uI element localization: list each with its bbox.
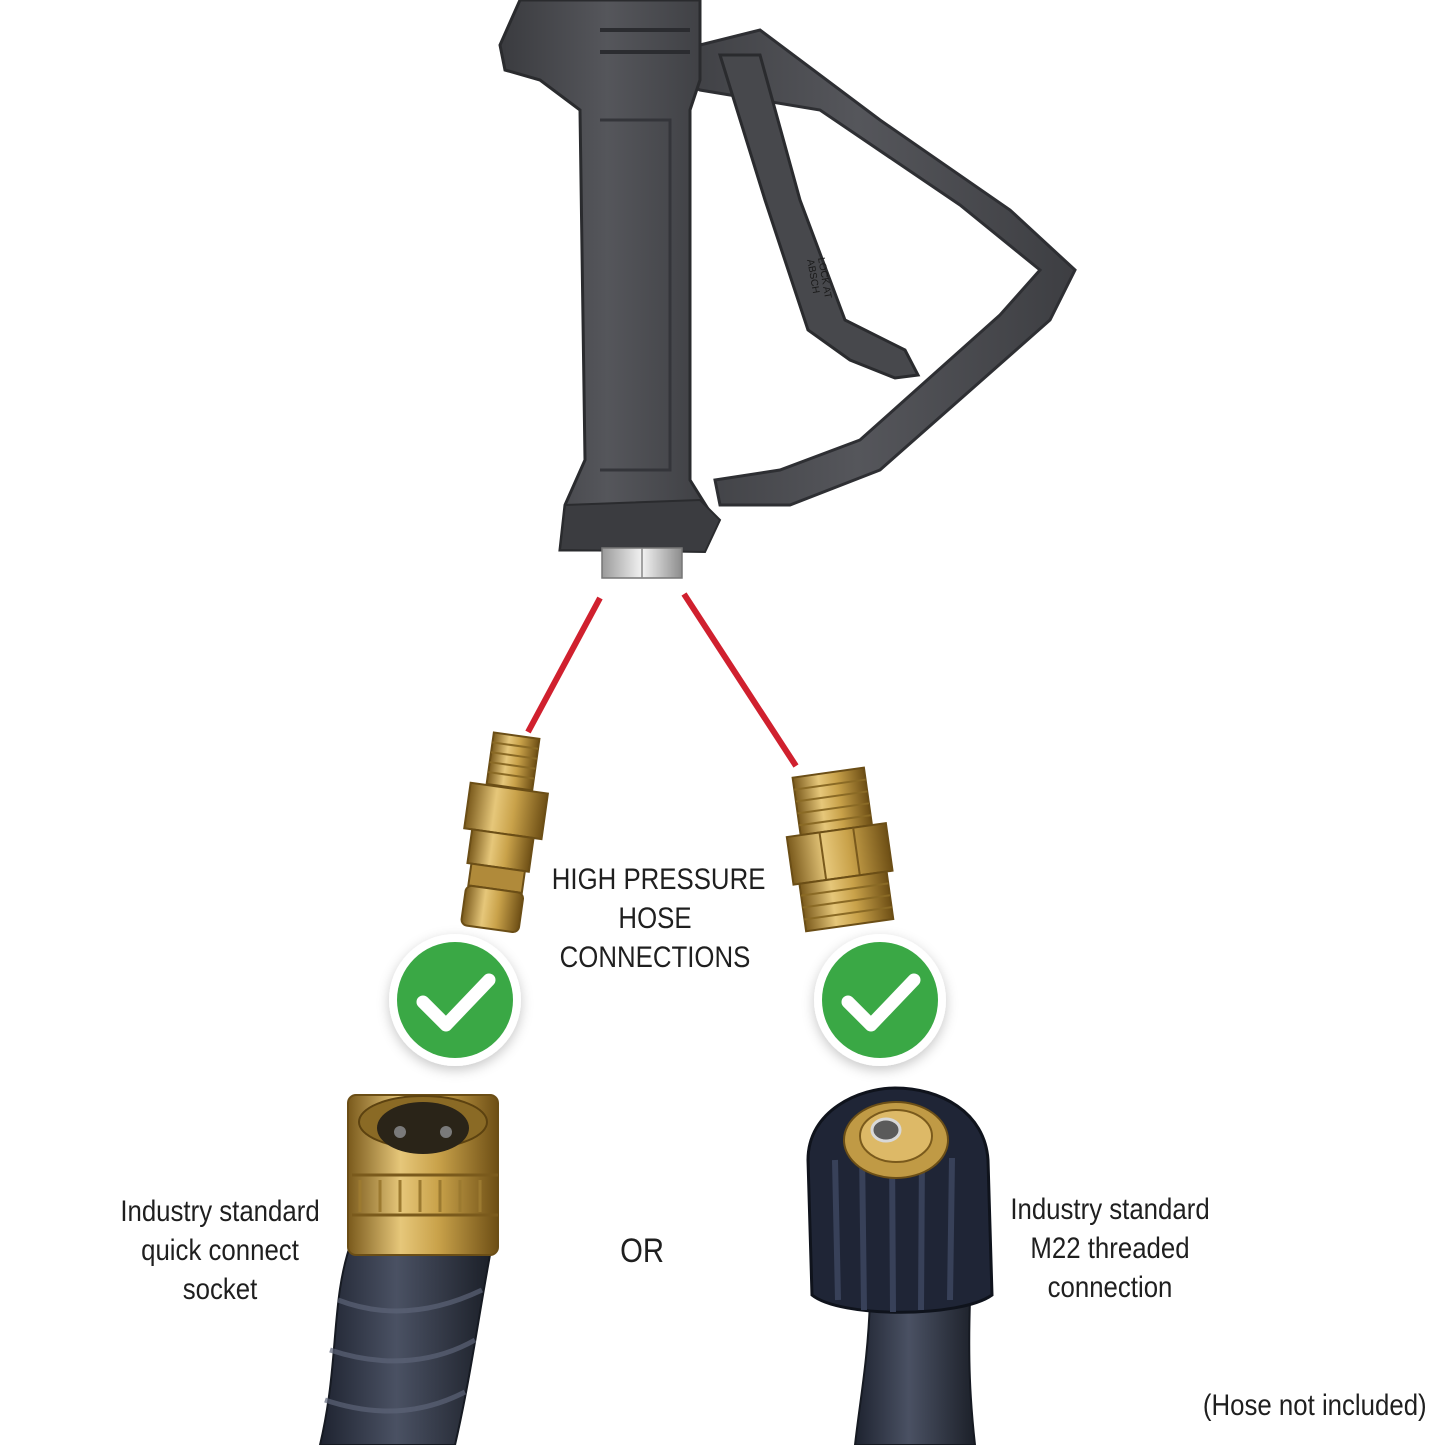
quick-connect-plug-icon — [460, 731, 550, 934]
quick-connect-caption: Industry standard quick connect socket — [120, 1195, 320, 1306]
right-connector-line — [681, 592, 799, 768]
check-icon — [814, 934, 946, 1066]
quick-connect-socket-icon — [318, 1094, 499, 1445]
m22-adapter-icon — [785, 766, 895, 933]
title-label: HIGH PRESSURE HOSE CONNECTIONS — [551, 863, 766, 974]
gun-marking: LOCK AT ABSCH — [804, 257, 833, 300]
check-icon — [389, 934, 521, 1066]
spray-gun-icon: LOCK AT ABSCH — [498, 0, 1077, 579]
m22-coupler-icon — [806, 1086, 994, 1445]
or-separator: OR — [620, 1232, 664, 1270]
footnote: (Hose not included) — [1202, 1389, 1427, 1422]
m22-caption: Industry standard M22 threaded connectio… — [1010, 1193, 1210, 1304]
left-connector-line — [525, 596, 603, 734]
